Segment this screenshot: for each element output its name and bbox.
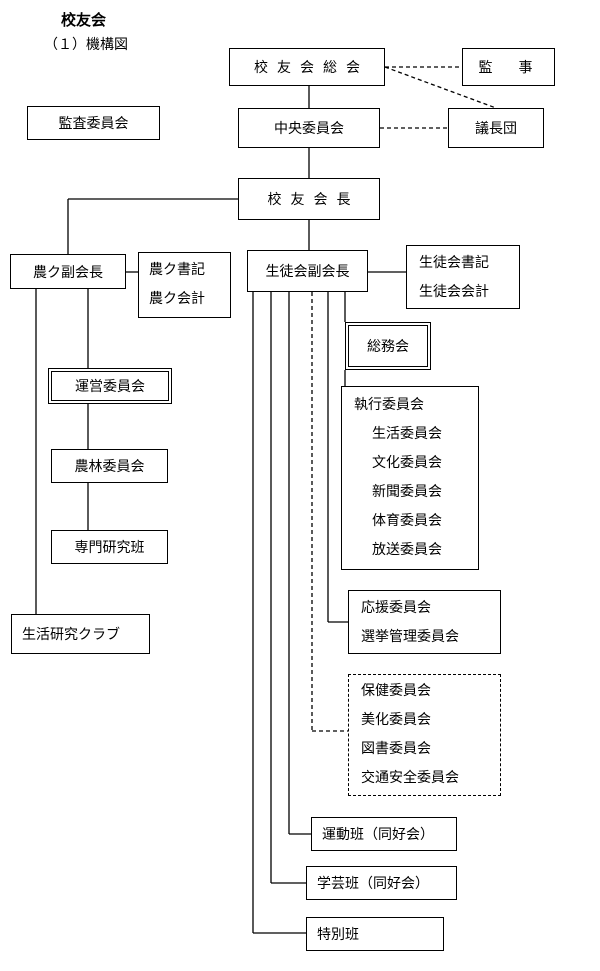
president-box: 校友会長 bbox=[238, 178, 380, 220]
agri-secretary-accountant-box: 農ク書記 農ク会計 bbox=[138, 252, 231, 318]
executive-item: 体育委員会 bbox=[372, 513, 442, 529]
auditor-box: 監 事 bbox=[462, 48, 555, 86]
executive-committee-box: 執行委員会 生活委員会 文化委員会 新聞委員会 体育委員会 放送委員会 bbox=[341, 386, 479, 570]
support-item: 選挙管理委員会 bbox=[361, 629, 459, 645]
agri-accountant-label: 農ク会計 bbox=[149, 291, 205, 307]
chair-group-box: 議長団 bbox=[448, 108, 544, 148]
section-subtitle: （１）機構図 bbox=[44, 37, 128, 53]
executive-item: 生活委員会 bbox=[372, 426, 442, 442]
student-secretary-label: 生徒会書記 bbox=[419, 255, 489, 271]
sports-clubs-box: 運動班（同好会） bbox=[311, 817, 457, 851]
arts-clubs-box: 学芸班（同好会） bbox=[306, 866, 457, 900]
student-accountant-label: 生徒会会計 bbox=[419, 284, 489, 300]
page-title: 校友会 bbox=[61, 11, 107, 29]
agri-vice-president-box: 農ク副会長 bbox=[10, 254, 126, 289]
health-item: 図書委員会 bbox=[361, 741, 431, 757]
student-secretary-accountant-box: 生徒会書記 生徒会会計 bbox=[406, 245, 520, 309]
health-committees-box: 保健委員会 美化委員会 図書委員会 交通安全委員会 bbox=[348, 674, 501, 796]
agri-secretary-label: 農ク書記 bbox=[149, 262, 205, 278]
executive-committee-label: 執行委員会 bbox=[354, 397, 424, 413]
health-item: 美化委員会 bbox=[361, 712, 431, 728]
health-item: 保健委員会 bbox=[361, 683, 431, 699]
forestry-committee-box: 農林委員会 bbox=[51, 449, 168, 483]
support-election-box: 応援委員会 選挙管理委員会 bbox=[348, 590, 501, 654]
student-vice-president-box: 生徒会副会長 bbox=[247, 250, 368, 292]
support-item: 応援委員会 bbox=[361, 600, 431, 616]
life-research-club-box: 生活研究クラブ bbox=[11, 614, 150, 654]
special-group-box: 特別班 bbox=[306, 917, 444, 951]
operations-committee-box: 運営委員会 bbox=[48, 368, 172, 404]
general-affairs-box: 総務会 bbox=[345, 322, 431, 370]
general-meeting-box: 校友会総会 bbox=[229, 48, 385, 86]
health-item: 交通安全委員会 bbox=[361, 770, 459, 786]
audit-committee-box: 監査委員会 bbox=[27, 106, 160, 140]
specialized-research-box: 専門研究班 bbox=[51, 530, 168, 564]
central-committee-box: 中央委員会 bbox=[238, 108, 380, 148]
executive-item: 文化委員会 bbox=[372, 455, 442, 471]
executive-item: 新聞委員会 bbox=[372, 484, 442, 500]
executive-item: 放送委員会 bbox=[372, 542, 442, 558]
